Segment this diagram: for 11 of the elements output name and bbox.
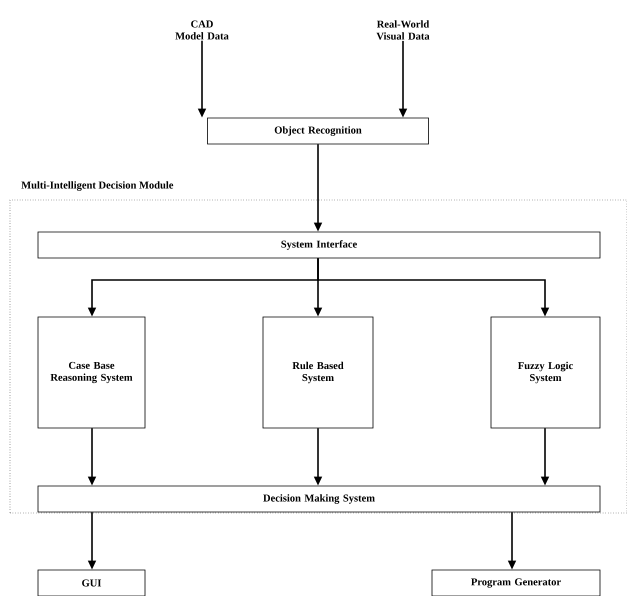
process-box: GUI <box>38 570 146 596</box>
process-box: Fuzzy Logic System <box>490 316 600 428</box>
module-heading: Multi-Intelligent Decision Module <box>21 181 174 191</box>
input-label: Real-World Visual Data <box>376 20 430 40</box>
process-box: Case Base Reasoning System <box>38 316 146 428</box>
process-box: Object Recognition <box>207 118 429 144</box>
process-box: Program Generator <box>432 570 600 596</box>
process-box: System Interface <box>38 232 600 258</box>
process-box: Decision Making System <box>38 486 600 512</box>
process-box: Rule Based System <box>262 316 374 428</box>
input-label: CAD Model Data <box>175 20 229 40</box>
